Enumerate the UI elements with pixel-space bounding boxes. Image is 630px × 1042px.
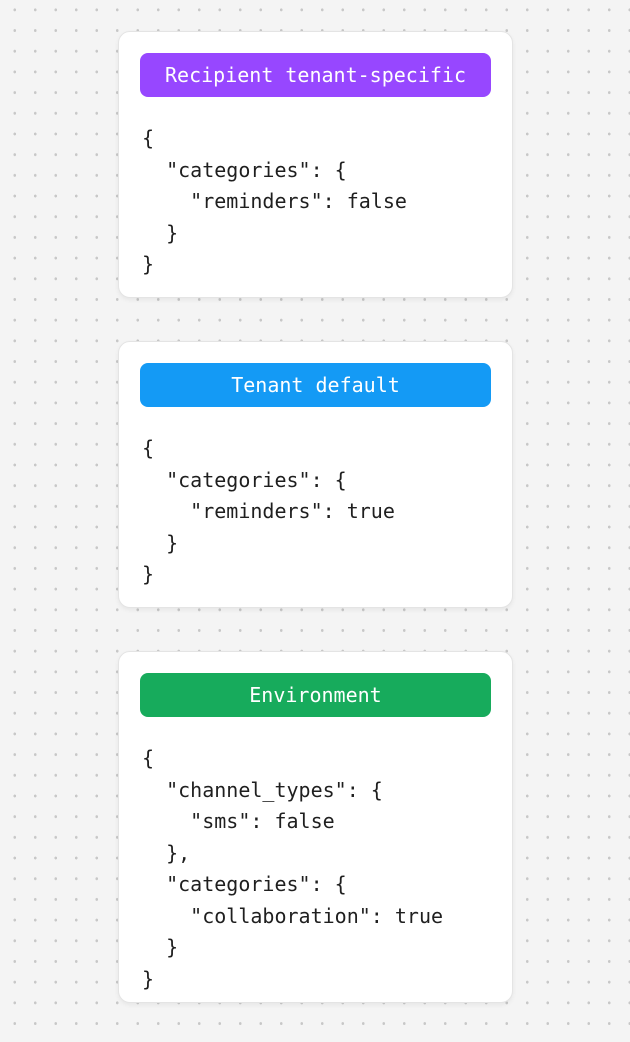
badge-recipient-tenant-specific: Recipient tenant-specific	[140, 53, 491, 97]
card-tenant-default: Tenant default { "categories": { "remind…	[118, 341, 513, 608]
card-recipient-tenant-specific: Recipient tenant-specific { "categories"…	[118, 31, 513, 298]
json-snippet-tenant-default: { "categories": { "reminders": true } }	[142, 436, 395, 586]
json-snippet-environment: { "channel_types": { "sms": false }, "ca…	[142, 746, 444, 991]
json-snippet-recipient-tenant-specific: { "categories": { "reminders": false } }	[142, 126, 407, 276]
card-environment: Environment { "channel_types": { "sms": …	[118, 651, 513, 1003]
badge-tenant-default: Tenant default	[140, 363, 491, 407]
badge-environment: Environment	[140, 673, 491, 717]
